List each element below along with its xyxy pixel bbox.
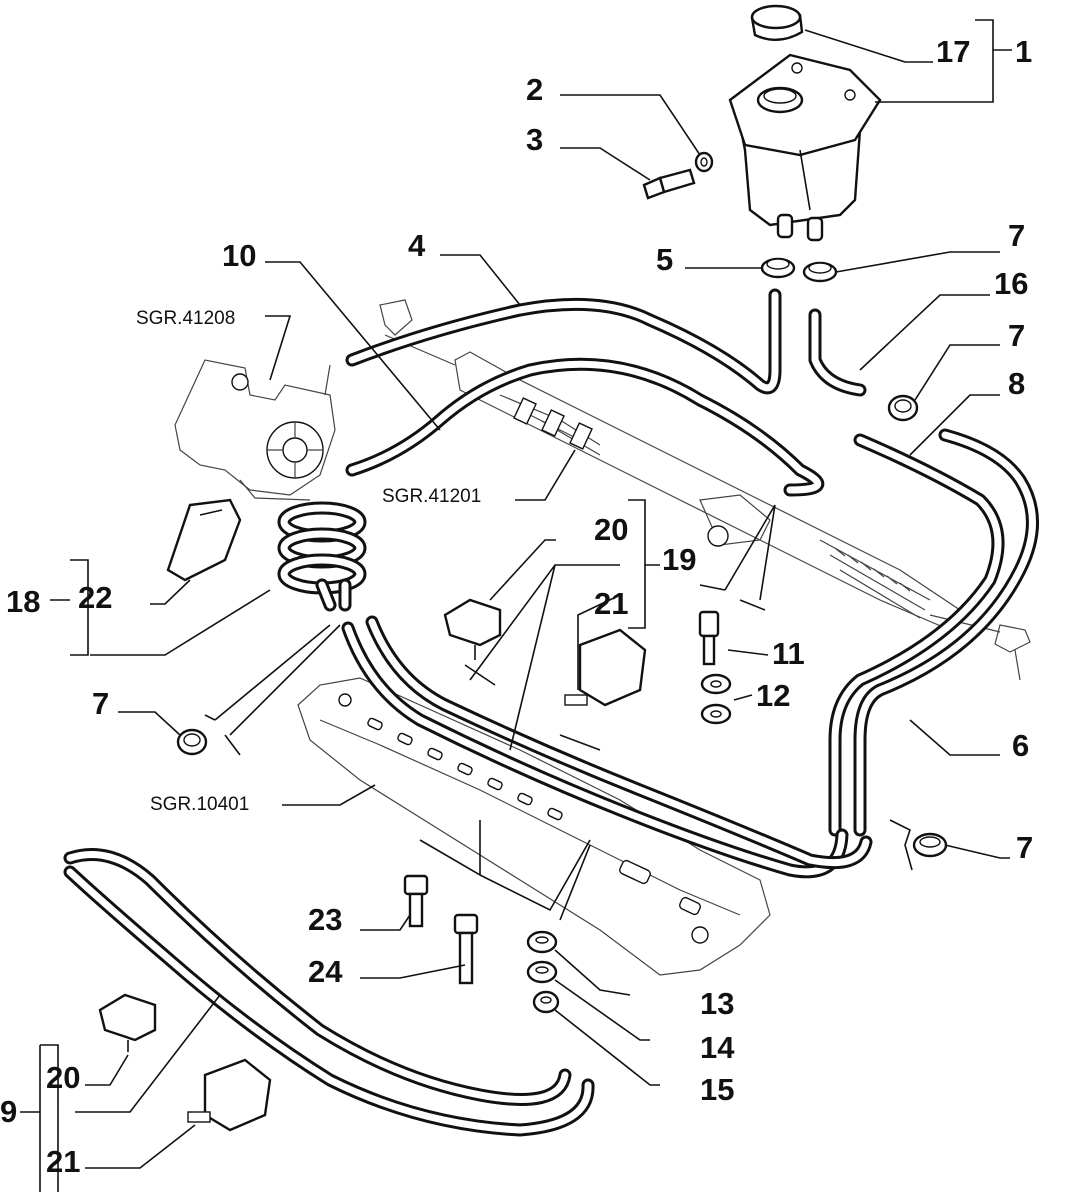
callout-7-top: 7 xyxy=(1008,218,1025,253)
callout-21-upper: 21 xyxy=(594,586,628,621)
callout-3: 3 xyxy=(526,122,543,157)
callout-13: 13 xyxy=(700,986,734,1021)
callout-11: 11 xyxy=(772,636,805,671)
callout-18: 18 xyxy=(6,584,40,619)
clamp-5 xyxy=(760,257,796,279)
callout-17: 17 xyxy=(936,34,970,69)
hose-19 xyxy=(341,615,873,879)
bracket-22 xyxy=(166,498,242,582)
bolt-11 xyxy=(698,610,720,666)
hose-4 xyxy=(345,288,782,395)
hose-8 xyxy=(853,428,1039,837)
callout-20-lower: 20 xyxy=(46,1060,80,1095)
callout-7-lower: 7 xyxy=(1016,830,1033,865)
callout-1: 1 xyxy=(1015,34,1032,69)
clamp-7-lower-right xyxy=(912,832,948,858)
clamp-7-top xyxy=(802,261,838,283)
callout-19: 19 xyxy=(662,542,696,577)
callout-2: 2 xyxy=(526,72,543,107)
bolt-24 xyxy=(453,913,479,985)
hose-16 xyxy=(808,308,867,397)
fluid-reservoir xyxy=(728,53,882,242)
hose-10 xyxy=(345,357,825,497)
ref-rack: SGR.41201 xyxy=(382,486,481,507)
cooler-pipe-9 xyxy=(63,848,595,1137)
bracket-20-upper xyxy=(443,598,502,660)
callout-23: 23 xyxy=(308,902,342,937)
callout-10: 10 xyxy=(222,238,256,273)
bolt-23 xyxy=(403,874,429,928)
callout-12: 12 xyxy=(756,678,790,713)
callout-20-upper: 20 xyxy=(594,512,628,547)
leader-lines xyxy=(20,19,1012,1192)
callout-6: 6 xyxy=(1012,728,1029,763)
washers-12 xyxy=(700,673,732,725)
callout-9: 9 xyxy=(0,1094,17,1129)
callout-4: 4 xyxy=(408,228,426,263)
steering-rack xyxy=(379,299,1031,681)
callout-24: 24 xyxy=(308,954,343,989)
hose-6 xyxy=(828,433,1005,837)
clamp-7-left xyxy=(176,728,208,756)
cooler-coil-18 xyxy=(277,501,367,612)
callout-22: 22 xyxy=(78,580,112,615)
callout-5: 5 xyxy=(656,242,673,277)
bushings-13-15 xyxy=(526,930,560,1014)
bracket-21-upper xyxy=(564,628,647,707)
crossmember xyxy=(297,677,771,976)
callout-7-right: 7 xyxy=(1008,318,1025,353)
callout-16: 16 xyxy=(994,266,1028,301)
callout-8: 8 xyxy=(1008,366,1025,401)
callout-14: 14 xyxy=(700,1030,735,1065)
ref-pump: SGR.41208 xyxy=(136,308,235,329)
callout-15: 15 xyxy=(700,1072,734,1107)
callout-labels: 17 1 2 3 4 10 5 7 16 7 8 20 19 21 18 22 … xyxy=(0,34,1033,1179)
screw-and-washer xyxy=(642,151,714,200)
callout-7-left: 7 xyxy=(92,686,109,721)
clamp-7-right xyxy=(887,394,919,422)
bracket-20-lower xyxy=(98,993,157,1052)
ref-crossmember: SGR.10401 xyxy=(150,794,249,815)
callout-21-lower: 21 xyxy=(46,1144,80,1179)
steering-pump xyxy=(174,359,336,501)
reference-labels: SGR.41208 SGR.41201 SGR.10401 xyxy=(136,308,481,815)
reservoir-cap xyxy=(750,4,804,41)
bracket-21-lower xyxy=(187,1058,272,1132)
